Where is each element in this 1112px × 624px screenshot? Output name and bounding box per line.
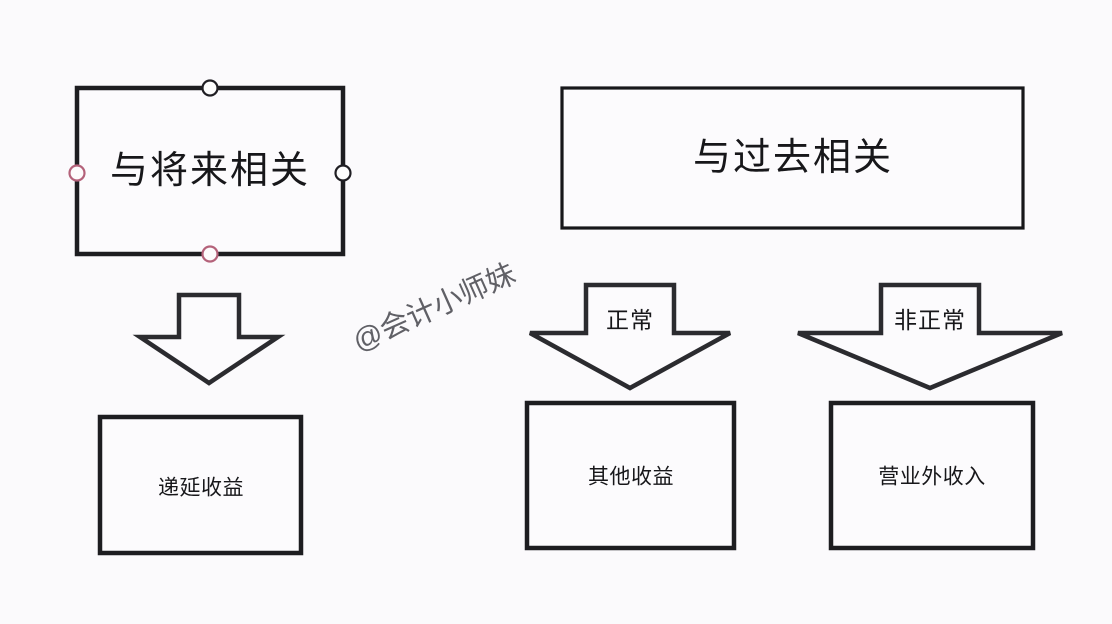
handle-right-icon[interactable] (334, 164, 352, 182)
node-other-income[interactable]: 其他收益 (524, 400, 737, 551)
handle-top-icon[interactable] (201, 79, 219, 97)
arrow-down-deferred[interactable] (132, 292, 286, 386)
arrow-down-normal-icon[interactable] (528, 282, 732, 391)
node-future-related-box[interactable] (74, 85, 346, 257)
node-past-related-label: 与过去相关 (693, 137, 893, 179)
arrow-down-abnormal-icon[interactable] (797, 282, 1063, 391)
arrow-down-abnormal-label: 非正常 (894, 307, 966, 333)
node-non-operating-income-label: 营业外收入 (878, 466, 986, 489)
node-deferred-income-label: 递延收益 (158, 477, 244, 500)
arrow-down-deferred-icon[interactable] (132, 292, 286, 386)
handle-left-icon[interactable] (68, 164, 86, 182)
arrow-down-abnormal[interactable]: 非正常 (797, 282, 1063, 391)
node-future-related-label: 与将来相关 (110, 150, 310, 192)
arrow-down-normal[interactable]: 正常 (528, 282, 732, 391)
node-non-operating-income-box[interactable] (828, 400, 1036, 551)
node-past-related-box[interactable] (560, 86, 1025, 230)
arrow-down-normal-label: 正常 (606, 307, 654, 333)
node-other-income-label: 其他收益 (588, 466, 674, 489)
node-non-operating-income[interactable]: 营业外收入 (828, 400, 1036, 551)
node-future-related[interactable]: 与将来相关 (68, 79, 352, 263)
node-past-related[interactable]: 与过去相关 (560, 86, 1025, 230)
node-deferred-income-box[interactable] (97, 414, 304, 556)
handle-bottom-icon[interactable] (201, 245, 219, 263)
node-deferred-income[interactable]: 递延收益 (97, 414, 304, 556)
node-other-income-box[interactable] (524, 400, 737, 551)
